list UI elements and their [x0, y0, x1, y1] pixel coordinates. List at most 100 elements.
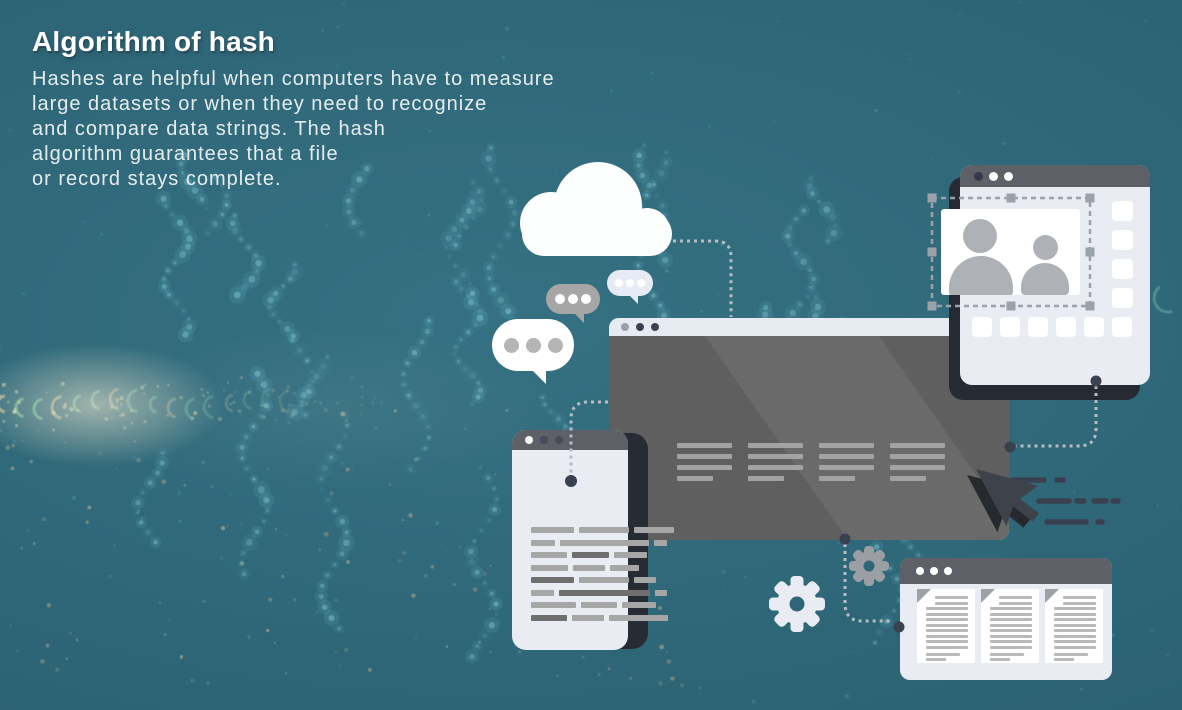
intro-line: Hashes are helpful when computers have t…	[32, 68, 555, 90]
document-line	[926, 645, 968, 649]
text-lines-column	[748, 443, 803, 487]
code-lines	[531, 527, 674, 627]
window-control-dot	[636, 323, 644, 331]
main-browser-window	[609, 318, 1009, 540]
users-image	[941, 209, 1080, 295]
document-line	[926, 634, 968, 638]
window-titlebar	[512, 430, 628, 450]
window-content	[609, 336, 1009, 540]
document-line	[990, 618, 1032, 621]
document-line	[1054, 612, 1096, 616]
code-segment	[622, 602, 656, 608]
document-line	[1063, 596, 1096, 599]
tile-square	[1112, 201, 1133, 221]
user-icon	[1021, 263, 1069, 295]
window-control-dot	[916, 567, 924, 575]
code-line-row	[531, 552, 674, 558]
code-segment	[560, 539, 649, 546]
code-segment	[581, 602, 617, 608]
chat-bubble-icon	[607, 270, 653, 304]
user-icon	[963, 219, 997, 253]
document-line	[926, 652, 960, 656]
window-control-dot	[1004, 171, 1013, 181]
document-line	[1054, 652, 1088, 656]
page-title: Algorithm of hash	[32, 26, 275, 57]
code-segment	[610, 564, 639, 571]
window-control-dot	[555, 436, 563, 444]
document-line	[935, 601, 968, 605]
tile-square	[1000, 317, 1020, 337]
document-line	[999, 596, 1032, 599]
document-line	[990, 652, 1024, 656]
text-line	[748, 476, 784, 481]
document-line	[990, 623, 1032, 627]
documents-row	[917, 589, 1103, 663]
code-line-row	[531, 564, 674, 571]
intro-line: and compare data strings. The hash	[32, 118, 386, 140]
chat-bubble-icon	[546, 284, 600, 323]
text-line	[890, 443, 945, 448]
tile-square	[1112, 317, 1132, 337]
document-line	[990, 640, 1032, 643]
document-line	[990, 658, 1010, 661]
text-line	[677, 443, 732, 448]
document-line	[990, 634, 1032, 638]
intro-line: algorithm guarantees that a file	[32, 143, 339, 165]
intro-block: Algorithm of hash Hashes are helpful whe…	[32, 26, 555, 192]
text-line	[677, 476, 713, 481]
page-fold	[917, 589, 931, 603]
code-segment	[573, 564, 605, 571]
window-titlebar	[900, 558, 1112, 584]
text-line	[890, 476, 926, 481]
page-fold	[981, 589, 995, 603]
code-segment	[634, 577, 656, 583]
text-line	[677, 454, 732, 459]
window-control-dot	[944, 567, 952, 575]
cloud-icon	[520, 162, 672, 256]
code-segment	[531, 539, 555, 546]
window-control-dot	[540, 436, 548, 444]
document-line	[1054, 623, 1096, 627]
text-line	[819, 454, 874, 459]
code-segment	[531, 614, 567, 621]
document-line	[926, 629, 968, 632]
window-control-dot	[525, 436, 533, 444]
document-line	[1054, 658, 1074, 661]
code-line-row	[531, 602, 674, 608]
document-icon	[1045, 589, 1103, 663]
user-icon	[949, 256, 1013, 295]
text-line	[748, 443, 803, 448]
document-line	[1063, 601, 1096, 605]
code-segment	[531, 552, 567, 558]
document-line	[990, 612, 1032, 616]
code-line-row	[531, 527, 674, 533]
code-segment	[614, 552, 647, 558]
document-line	[1054, 607, 1096, 610]
text-lines-column	[819, 443, 874, 487]
window-control-dot	[974, 171, 983, 181]
code-line-row	[531, 614, 674, 621]
document-line	[926, 607, 968, 610]
code-segment	[655, 589, 667, 596]
tile-column	[1112, 201, 1133, 317]
document-line	[999, 601, 1032, 605]
document-icon	[981, 589, 1039, 663]
text-line	[677, 465, 732, 470]
intro-line: large datasets or when they need to reco…	[32, 93, 488, 115]
page-fold	[1045, 589, 1059, 603]
code-segment	[531, 564, 568, 571]
code-line-row	[531, 539, 674, 546]
tile-square	[1112, 288, 1133, 308]
warm-glow	[0, 325, 260, 485]
tile-square	[972, 317, 992, 337]
text-line	[748, 465, 803, 470]
tile-row	[972, 317, 1132, 337]
window-titlebar	[609, 318, 1009, 336]
documents-browser-window	[900, 558, 1112, 680]
window-control-dot	[930, 567, 938, 575]
code-line-row	[531, 577, 674, 583]
code-segment	[531, 577, 574, 583]
window-control-dot	[651, 323, 659, 331]
code-segment	[572, 614, 604, 621]
